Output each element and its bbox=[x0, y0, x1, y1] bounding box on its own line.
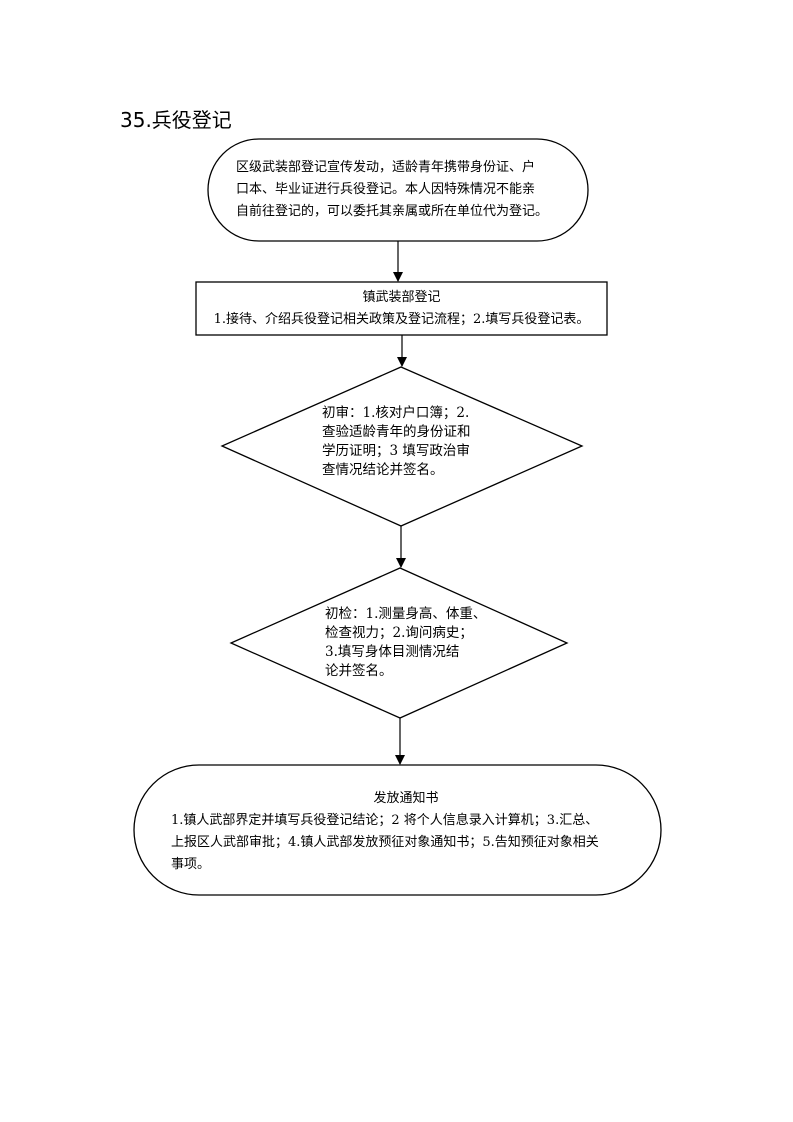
issue-notice-line-3: 事项。 bbox=[171, 857, 211, 872]
initial-review-line-2: 查验适龄青年的身份证和 bbox=[322, 424, 471, 440]
publicity-text: 区级武装部登记宣传发动，适龄青年携带身份证、户 口本、毕业证进行兵役登记。本人因… bbox=[236, 157, 576, 223]
initial-review-line-3: 学历证明；3 填写政治审 bbox=[322, 443, 470, 459]
initial-exam-line-4: 论并签名。 bbox=[325, 663, 393, 679]
initial-review-line-1: 初审：1.核对户口簿；2. bbox=[322, 405, 470, 421]
town-register-heading: 镇武装部登记 bbox=[362, 290, 441, 305]
town-register-text: 镇武装部登记 1.接待、介绍兵役登记相关政策及登记流程；2.填写兵役登记表。 bbox=[196, 287, 607, 331]
publicity-line-2: 口本、毕业证进行兵役登记。本人因特殊情况不能亲 bbox=[236, 182, 536, 197]
initial-review-text: 初审：1.核对户口簿；2. 查验适龄青年的身份证和 学历证明；3 填写政治审 查… bbox=[322, 404, 502, 480]
initial-exam-line-1: 初检：1.测量身高、体重、 bbox=[325, 606, 487, 622]
town-register-line-1: 1.接待、介绍兵役登记相关政策及登记流程；2.填写兵役登记表。 bbox=[213, 312, 590, 327]
initial-exam-line-2: 检查视力；2.询问病史； bbox=[325, 625, 473, 641]
issue-notice-node bbox=[133, 764, 662, 896]
publicity-line-3: 自前往登记的，可以委托其亲属或所在单位代为登记。 bbox=[236, 204, 549, 219]
page-title: 35.兵役登记 bbox=[120, 108, 232, 132]
issue-notice-heading: 发放通知书 bbox=[373, 791, 439, 806]
initial-review-line-4: 查情况结论并签名。 bbox=[322, 462, 444, 478]
issue-notice-text: 发放通知书 1.镇人武部界定并填写兵役登记结论；2 将个人信息录入计算机；3.汇… bbox=[171, 788, 641, 876]
initial-exam-line-3: 3.填写身体目测情况结 bbox=[325, 644, 460, 660]
publicity-line-1: 区级武装部登记宣传发动，适龄青年携带身份证、户 bbox=[236, 160, 536, 175]
initial-exam-text: 初检：1.测量身高、体重、 检查视力；2.询问病史； 3.填写身体目测情况结 论… bbox=[325, 605, 495, 681]
issue-notice-line-2: 上报区人武部审批；4.镇人武部发放预征对象通知书；5.告知预征对象相关 bbox=[171, 835, 599, 850]
issue-notice-line-1: 1.镇人武部界定并填写兵役登记结论；2 将个人信息录入计算机；3.汇总、 bbox=[171, 813, 599, 828]
